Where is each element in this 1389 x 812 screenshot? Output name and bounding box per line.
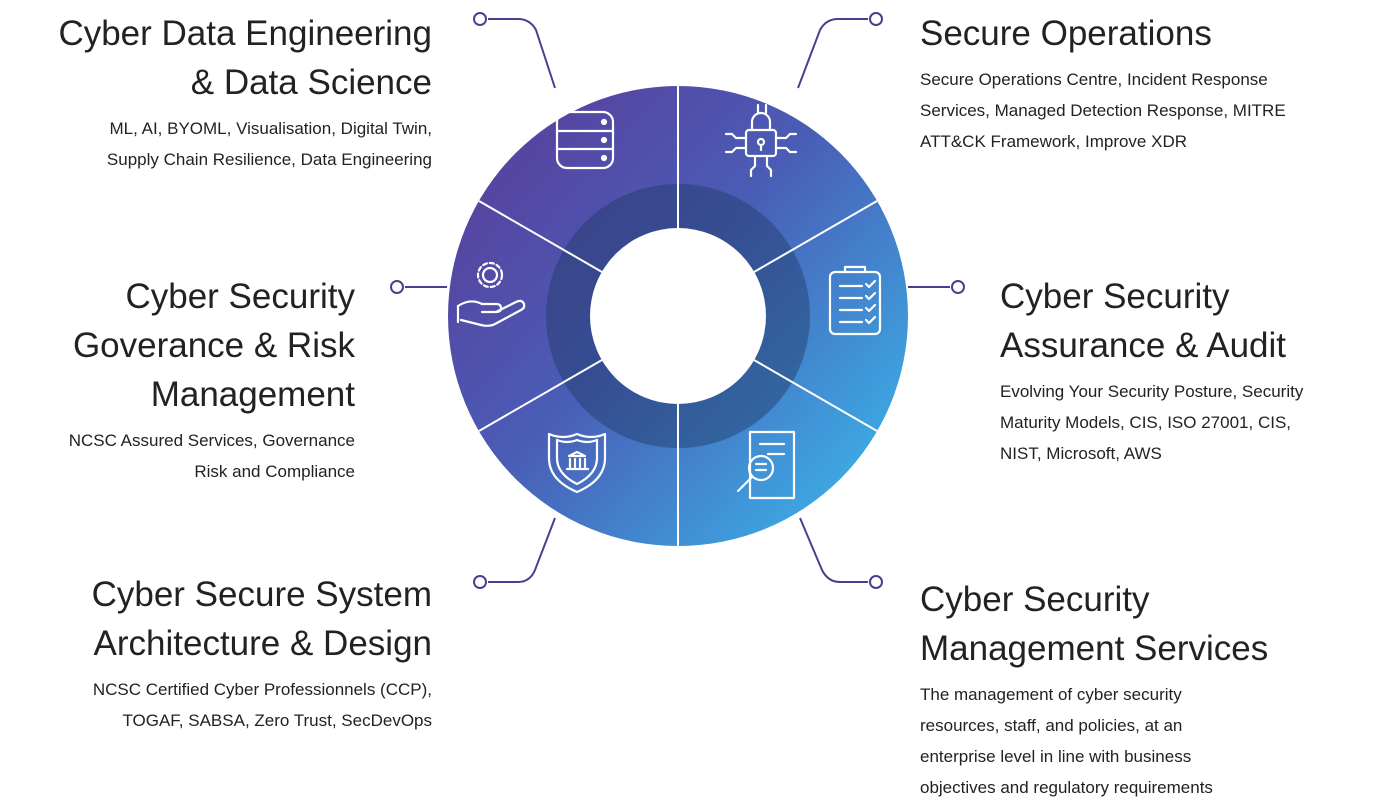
- hand-gear-icon: [456, 261, 526, 327]
- section-data-engineering: Cyber Data Engineering & Data Science ML…: [20, 9, 432, 175]
- connector-dot: [869, 575, 883, 589]
- center-hole: [590, 228, 766, 404]
- section-title: Cyber Security Management Services: [920, 580, 1269, 668]
- section-description: Secure Operations Centre, Incident Respo…: [920, 70, 1286, 151]
- section-description: The management of cyber security resourc…: [920, 685, 1213, 797]
- shield-bank-icon: [547, 432, 607, 494]
- section-description: NCSC Certified Cyber Professionnels (CCP…: [92, 680, 432, 730]
- section-description: NCSC Assured Services, Governance Risk a…: [68, 431, 355, 481]
- connector-data-engineering: [488, 18, 556, 89]
- section-assurance-audit: Cyber Security Assurance & Audit Evolvin…: [1000, 272, 1385, 469]
- segment-dividers: [478, 86, 878, 546]
- section-title: Cyber Security Assurance & Audit: [1000, 277, 1286, 365]
- section-title: Cyber Data Engineering & Data Science: [58, 14, 432, 102]
- connector-dot: [473, 575, 487, 589]
- section-system-architecture: Cyber Secure System Architecture & Desig…: [20, 570, 432, 736]
- connector-management-services: [799, 517, 868, 583]
- section-title: Secure Operations: [920, 14, 1212, 53]
- connector-secure-operations: [797, 18, 868, 89]
- database-icon: [555, 110, 615, 170]
- connector-dot: [869, 12, 883, 26]
- connectors: [405, 18, 950, 583]
- section-description: Evolving Your Security Posture, Security…: [1000, 382, 1304, 463]
- section-description: ML, AI, BYOML, Visualisation, Digital Tw…: [106, 119, 432, 169]
- clipboard-checklist-icon: [828, 265, 882, 336]
- section-title: Cyber Security Goverance & Risk Manageme…: [72, 277, 355, 414]
- connector-dot: [951, 280, 965, 294]
- section-secure-operations: Secure Operations Secure Operations Cent…: [920, 9, 1380, 157]
- document-search-icon: [736, 430, 796, 500]
- connector-dot: [473, 12, 487, 26]
- connector-system-architecture: [488, 517, 556, 583]
- connector-dots: [390, 12, 965, 589]
- circuit-lock-icon: [724, 103, 798, 178]
- connector-dot: [390, 280, 404, 294]
- section-management-services: Cyber Security Management Services The m…: [920, 575, 1380, 803]
- section-governance-risk: Cyber Security Goverance & Risk Manageme…: [0, 272, 355, 487]
- section-title: Cyber Secure System Architecture & Desig…: [91, 575, 432, 663]
